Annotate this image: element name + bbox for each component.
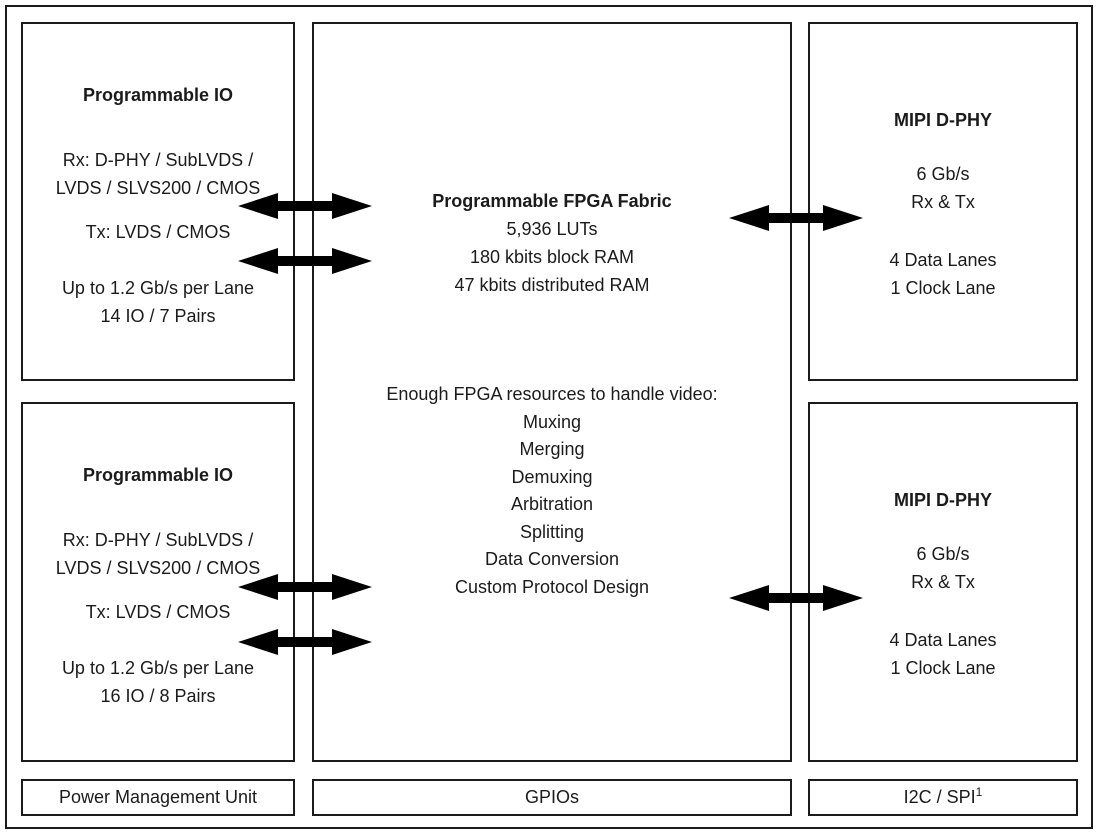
chip-boundary xyxy=(5,5,1093,829)
resources-heading: Enough FPGA resources to handle video: xyxy=(386,384,718,404)
gpios-bar: GPIOs xyxy=(312,779,792,816)
fabric-distributed-ram: 47 kbits distributed RAM xyxy=(454,275,650,295)
mipi-dphy-title: MIPI D-PHY xyxy=(893,490,992,510)
io-pair-count: 14 IO / 7 Pairs xyxy=(100,306,216,326)
bidirectional-arrow-left-top-1 xyxy=(238,193,372,219)
bidirectional-arrow-left-bottom-1 xyxy=(238,574,372,600)
mipi-clock-lane: 1 Clock Lane xyxy=(890,658,996,678)
mipi-data-lanes: 4 Data Lanes xyxy=(889,630,997,650)
resource-item: Muxing xyxy=(522,411,582,432)
mipi-rx-tx: Rx & Tx xyxy=(911,192,975,212)
io-rate-block: Up to 1.2 Gb/s per Lane 16 IO / 8 Pairs xyxy=(23,654,293,710)
mipi-speed: 6 Gb/s xyxy=(916,164,970,184)
resource-item: Splitting xyxy=(519,521,585,542)
mipi-dphy-bottom-box: MIPI D-PHY 6 Gb/s Rx & Tx 4 Data Lanes 1… xyxy=(808,402,1078,762)
io-rate: Up to 1.2 Gb/s per Lane xyxy=(61,278,255,298)
rx-standards-line2: LVDS / SLVS200 / CMOS xyxy=(55,178,261,198)
i2c-spi-label: I2C / SPI1 xyxy=(903,785,983,807)
resource-item: Data Conversion xyxy=(484,549,620,569)
fabric-resources-block: Enough FPGA resources to handle video: M… xyxy=(314,381,790,601)
bidirectional-arrow-left-top-2 xyxy=(238,248,372,274)
mipi-speed-block: 6 Gb/s Rx & Tx xyxy=(810,540,1076,596)
programmable-io-top-box: Programmable IO Rx: D-PHY / SubLVDS / LV… xyxy=(21,22,295,381)
tx-standards: Tx: LVDS / CMOS xyxy=(85,602,231,622)
mipi-lanes-block: 4 Data Lanes 1 Clock Lane xyxy=(810,626,1076,682)
fabric-specs-block: Programmable FPGA Fabric 5,936 LUTs 180 … xyxy=(314,187,790,299)
bidirectional-arrow-right-top xyxy=(729,205,863,231)
power-management-unit-bar: Power Management Unit xyxy=(21,779,295,816)
resource-item: Custom Protocol Design xyxy=(454,576,650,597)
gpios-label: GPIOs xyxy=(524,787,579,807)
io-rate: Up to 1.2 Gb/s per Lane xyxy=(61,658,255,678)
mipi-dphy-title: MIPI D-PHY xyxy=(893,110,992,130)
io-pair-count: 16 IO / 8 Pairs xyxy=(100,686,216,706)
fabric-block-ram: 180 kbits block RAM xyxy=(469,247,635,267)
mipi-speed: 6 Gb/s xyxy=(916,544,970,564)
programmable-io-title: Programmable IO xyxy=(82,85,234,105)
bidirectional-arrow-left-bottom-2 xyxy=(238,629,372,655)
rx-standards-line2: LVDS / SLVS200 / CMOS xyxy=(55,558,261,578)
mipi-lanes-block: 4 Data Lanes 1 Clock Lane xyxy=(810,246,1076,302)
i2c-spi-bar: I2C / SPI1 xyxy=(808,779,1078,816)
pmu-label: Power Management Unit xyxy=(58,787,258,807)
resource-item: Merging xyxy=(519,439,585,459)
rx-standards-line1: Rx: D-PHY / SubLVDS / xyxy=(62,150,254,170)
mipi-clock-lane: 1 Clock Lane xyxy=(890,278,996,298)
io-rate-block: Up to 1.2 Gb/s per Lane 14 IO / 7 Pairs xyxy=(23,274,293,330)
fabric-luts: 5,936 LUTs xyxy=(506,219,598,239)
rx-standards: Rx: D-PHY / SubLVDS / LVDS / SLVS200 / C… xyxy=(23,146,293,202)
rx-standards-line1: Rx: D-PHY / SubLVDS / xyxy=(62,530,254,550)
fpga-fabric-box: Programmable FPGA Fabric 5,936 LUTs 180 … xyxy=(312,22,792,762)
bidirectional-arrow-right-bottom xyxy=(729,585,863,611)
mipi-dphy-top-box: MIPI D-PHY 6 Gb/s Rx & Tx 4 Data Lanes 1… xyxy=(808,22,1078,381)
fabric-title: Programmable FPGA Fabric xyxy=(432,191,672,211)
footnote-marker: 1 xyxy=(975,785,983,799)
programmable-io-bottom-box: Programmable IO Rx: D-PHY / SubLVDS / LV… xyxy=(21,402,295,762)
mipi-rx-tx: Rx & Tx xyxy=(911,572,975,592)
resource-item: Demuxing xyxy=(511,466,593,487)
mipi-data-lanes: 4 Data Lanes xyxy=(889,250,997,270)
programmable-io-title: Programmable IO xyxy=(82,465,234,485)
resource-item: Arbitration xyxy=(510,494,594,514)
rx-standards: Rx: D-PHY / SubLVDS / LVDS / SLVS200 / C… xyxy=(23,526,293,582)
tx-standards: Tx: LVDS / CMOS xyxy=(85,222,231,242)
mipi-speed-block: 6 Gb/s Rx & Tx xyxy=(810,160,1076,216)
